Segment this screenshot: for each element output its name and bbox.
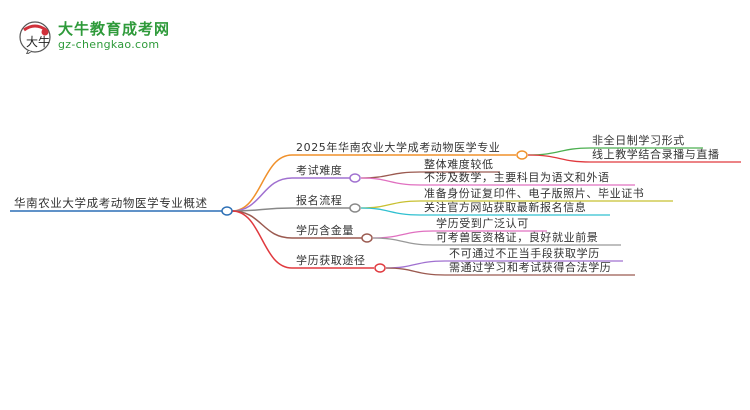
branch-node-program[interactable]: 2025年华南农业大学成考动物医学专业 <box>296 141 501 154</box>
leaf-node[interactable]: 需通过学习和考试获得合法学历 <box>449 261 612 274</box>
branch-node-difficulty[interactable]: 考试难度 <box>296 164 343 177</box>
branch-node-handle <box>374 263 386 273</box>
branch-node-registration[interactable]: 报名流程 <box>296 194 343 207</box>
branch-node-handle <box>349 173 361 183</box>
leaf-node[interactable]: 可考兽医资格证，良好就业前景 <box>436 231 599 244</box>
branch-node-handle <box>349 203 361 213</box>
branch-node-value[interactable]: 学历含金量 <box>296 224 354 237</box>
logo-title: 大牛教育成考网 <box>58 20 171 38</box>
branch-node-acquisition[interactable]: 学历获取途径 <box>296 254 366 267</box>
leaf-node[interactable]: 关注官方网站获取最新报名信息 <box>424 201 587 214</box>
leaf-node[interactable]: 学历受到广泛认可 <box>436 217 529 230</box>
logo-url: gz-chengkao.com <box>58 38 160 51</box>
branch-node-handle <box>516 150 528 160</box>
root-node-handle <box>221 206 233 216</box>
svg-text:大牛: 大牛 <box>26 34 50 49</box>
site-logo[interactable]: 大牛 大牛教育成考网 gz-chengkao.com <box>18 16 218 56</box>
leaf-node[interactable]: 不可通过不正当手段获取学历 <box>449 247 600 260</box>
leaf-node[interactable]: 准备身份证复印件、电子版照片、毕业证书 <box>424 187 645 200</box>
root-node[interactable]: 华南农业大学成考动物医学专业概述 <box>14 196 208 210</box>
leaf-node[interactable]: 整体难度较低 <box>424 158 494 171</box>
branch-node-handle <box>361 233 373 243</box>
leaf-node[interactable]: 线上教学结合录播与直播 <box>592 148 720 161</box>
logo-badge-icon: 大牛 <box>19 21 51 54</box>
leaf-node[interactable]: 非全日制学习形式 <box>592 134 685 147</box>
leaf-node[interactable]: 不涉及数学，主要科目为语文和外语 <box>424 171 610 184</box>
